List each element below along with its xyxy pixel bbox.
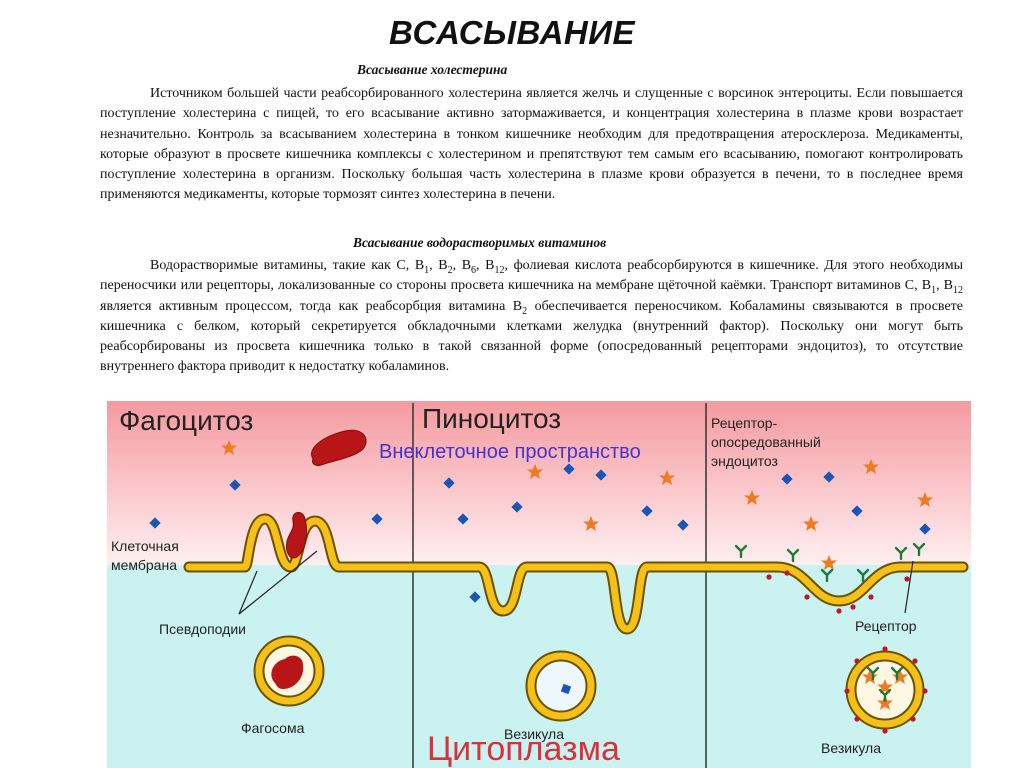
subscript: 1: [931, 285, 937, 297]
pseudopodia-pointer-1: [238, 570, 258, 615]
coat-marker: [836, 608, 842, 614]
coat-marker: [912, 658, 918, 664]
coat-marker: [850, 604, 856, 610]
phagocytosis-label: Фагоцитоз: [119, 405, 253, 436]
coat-marker: [868, 594, 874, 600]
pseudopodia-pointer-2: [238, 550, 318, 615]
vesicle-right-label: Везикула: [821, 740, 881, 756]
subscript: 2: [522, 305, 528, 317]
coat-marker: [844, 688, 850, 694]
pseudopodia-label: Псевдоподии: [159, 621, 246, 637]
vesicle-molecule: [560, 683, 572, 695]
bacterium-engulfed: [286, 512, 308, 559]
coat-marker: [854, 716, 860, 722]
cell-membrane-label: Клеточная мембрана: [111, 538, 183, 573]
phagosome-content: [271, 655, 304, 689]
receptor-label: Рецептор: [855, 618, 917, 634]
cell-membrane-line-1: Клеточная: [111, 538, 179, 554]
phagosome-label: Фагосома: [241, 720, 305, 736]
coat-marker: [922, 688, 928, 694]
extracellular-label: Внеклеточное пространство: [379, 441, 641, 463]
vitamins-heading: Всасывание водорастворимых витаминов: [353, 235, 607, 250]
pinocytosis-label: Пиноцитоз: [422, 403, 561, 434]
cell-membrane: [183, 513, 969, 635]
receptor-pointer: [904, 560, 914, 614]
cytoplasm-label: Цитоплазма: [427, 730, 620, 768]
vitamins-paragraph: Водорастворимые витамины, такие как С, В…: [100, 258, 964, 375]
bacterium-outside: [311, 429, 367, 466]
endocytosis-diagram: Фагоцитоз Пиноцитоз Внеклеточное простра…: [107, 401, 971, 768]
page-title: ВСАСЫВАНИЕ: [388, 14, 636, 51]
subscript: 6: [471, 264, 477, 276]
receptor-mediated-label: Рецептор- опосредованный эндоцитоз: [711, 415, 825, 469]
subscript: 12: [953, 285, 963, 297]
coat-marker: [904, 576, 910, 582]
vesicle-label: Везикула: [504, 726, 564, 742]
cholesterol-paragraph: Источником большей части реабсорбированн…: [100, 86, 963, 203]
coat-marker: [854, 658, 860, 664]
pinocytosis-vesicle: [525, 650, 597, 722]
subscript: 12: [494, 264, 505, 276]
coat-marker: [766, 574, 772, 580]
coat-marker: [910, 716, 916, 722]
molecule-square: [469, 591, 481, 603]
receptor-mediated-line-2: опосредованный: [711, 434, 821, 450]
subscript: 1: [424, 264, 430, 276]
coat-marker: [882, 646, 888, 652]
receptor-mediated-line-3: эндоцитоз: [711, 453, 778, 469]
cell-membrane-line-2: мембрана: [111, 557, 177, 573]
coat-marker: [784, 570, 790, 576]
coat-marker: [804, 594, 810, 600]
coat-marker: [882, 728, 888, 734]
phagosome: [253, 635, 325, 707]
subscript: 2: [447, 264, 453, 276]
cholesterol-heading: Всасывание холестерина: [357, 62, 508, 77]
receptor-mediated-line-1: Рецептор-: [711, 415, 778, 431]
